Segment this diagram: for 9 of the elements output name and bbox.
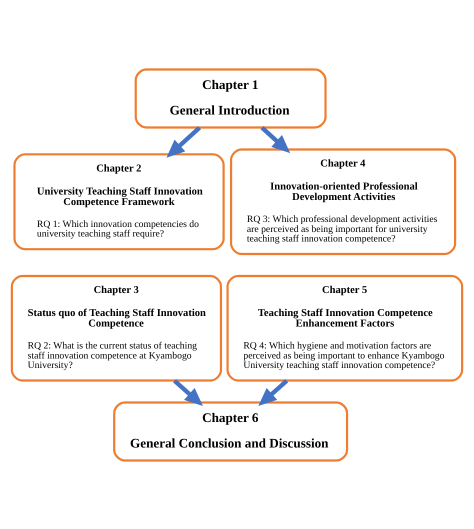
arrow xyxy=(258,378,288,406)
arrow xyxy=(260,126,290,153)
node-box: Chapter 2 University Teaching Staff Innovation Competence Framework RQ 1: Which innovation competencies do university teaching staff require? xyxy=(13,152,225,250)
arrow xyxy=(173,378,203,406)
node-box: Chapter 6 General Conclusion and Discussion xyxy=(113,400,348,462)
node-box: Chapter 5 Teaching Staff Innovation Competence Enhancement Factors RQ 4: Which hygiene and motivation factors are perceived as being important to enhance Kyambogo University teaching staff innovation competence? xyxy=(226,274,464,382)
node-box: Chapter 3 Status quo of Teaching Staff Innovation Competence RQ 2: What is the current status of teaching staff innovation competence at Kyambogo University? xyxy=(10,274,222,382)
node-box: Chapter 1 General Introduction xyxy=(134,68,327,128)
node-box: Chapter 4 Innovation-oriented Professional Development Activities RQ 3: Which professional development activities are perceived as being important for university teaching staff innovation competence? xyxy=(230,148,456,255)
